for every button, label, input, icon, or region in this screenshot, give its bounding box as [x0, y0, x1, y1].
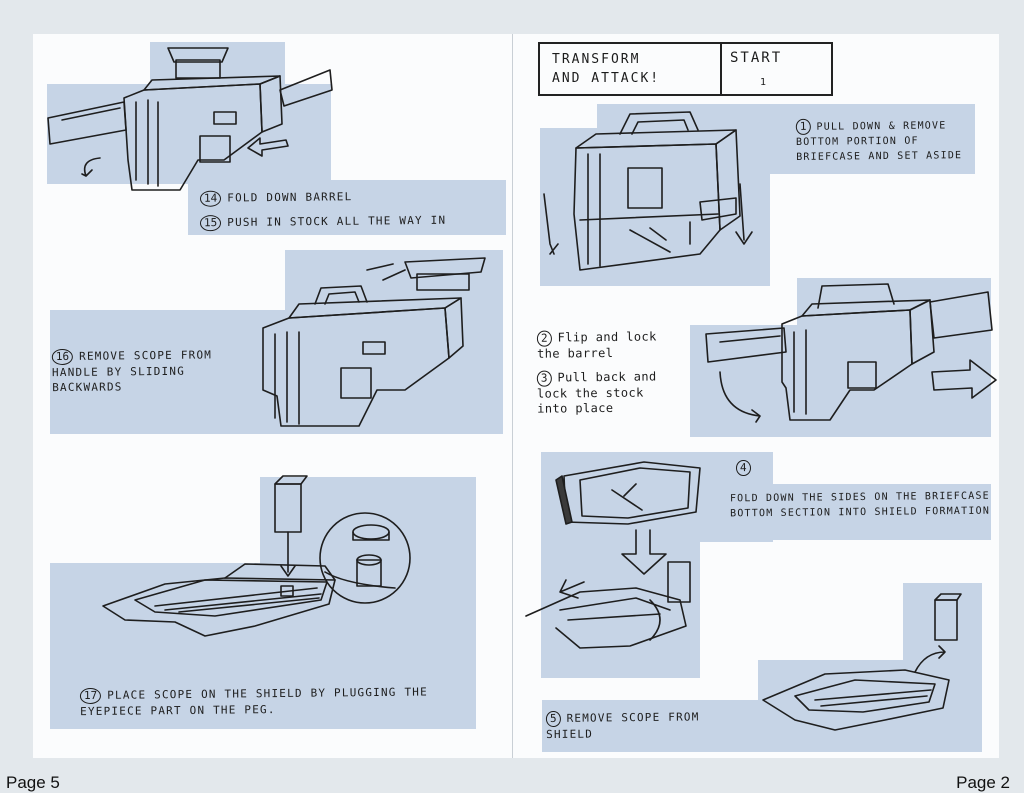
step-2-number: 2	[536, 330, 552, 347]
sketch-step-14	[47, 47, 333, 191]
panel-step-16-main	[50, 310, 503, 434]
panel-step-16-image	[285, 250, 503, 312]
step-1-caption: 1Pull down & remove bottom portion of br…	[795, 117, 976, 165]
start-label: START	[730, 50, 783, 66]
step-5-caption: 5Remove scope from shield	[545, 709, 746, 742]
step-17-text: Place scope on the shield by plugging th…	[80, 685, 428, 719]
panel-step-5-caption	[542, 700, 758, 752]
panel-step-14-caption	[188, 180, 506, 235]
step-4-caption: Fold down the sides on the briefcase bot…	[730, 489, 992, 522]
step-4-number-block: 4	[735, 459, 757, 477]
step-5-text: Remove scope from shield	[546, 710, 700, 742]
sketch-step-16	[262, 257, 486, 427]
sketch-step-5	[762, 593, 962, 731]
page-label-right: Page 2	[956, 773, 1010, 792]
panel-step-5-main	[758, 660, 982, 752]
step-16-text: Remove scope from handle by sliding back…	[51, 348, 213, 395]
panel-step-17-image	[260, 477, 476, 565]
step-17-number: 17	[79, 687, 102, 705]
step-14-number: 14	[199, 190, 222, 207]
step-16-number: 16	[51, 348, 74, 366]
step-1-text: Pull down & remove bottom portion of bri…	[795, 120, 963, 163]
title-line-2: AND ATTACK!	[552, 71, 661, 86]
title-divider	[720, 44, 722, 96]
sketch-step-4	[525, 461, 701, 649]
step-2-text: Flip and lock the barrel	[537, 329, 657, 361]
page-label-left: Page 5	[6, 773, 60, 792]
panel-step-2-main	[690, 325, 991, 437]
step-15-caption: 15 Push in stock all the way in	[199, 213, 447, 232]
panel-step-14-top	[47, 84, 331, 184]
step-3-number: 3	[536, 370, 552, 387]
step-1-number: 1	[795, 118, 811, 135]
start-mark: 1	[760, 77, 769, 88]
sketch-step-17	[102, 475, 411, 637]
sketch-step-1	[543, 111, 753, 271]
step-16-caption: 16Remove scope from handle by sliding ba…	[51, 347, 262, 395]
panel-step-4-caption	[686, 484, 991, 540]
step-4-number: 4	[735, 459, 751, 477]
step-5-number: 5	[545, 710, 561, 728]
page-gutter	[512, 34, 513, 758]
title-text: TRANSFORM AND ATTACK!	[552, 50, 660, 88]
step-15-number: 15	[199, 215, 222, 232]
sketch-step-2	[705, 283, 997, 423]
step-14-caption: 14 Fold down barrel	[199, 189, 353, 207]
title-line-1: TRANSFORM	[552, 52, 641, 67]
step-3-text: Pull back and lock the stock into place	[536, 369, 657, 416]
step-14-text: Fold down barrel	[227, 190, 353, 205]
step-4-text: Fold down the sides on the briefcase bot…	[729, 490, 991, 520]
step-17-caption: 17Place scope on the shield by plugging …	[79, 684, 480, 719]
step-15-text: Push in stock all the way in	[227, 213, 447, 230]
title-box: TRANSFORM AND ATTACK! START 1	[538, 42, 833, 96]
panel-step-17-main	[50, 563, 476, 729]
